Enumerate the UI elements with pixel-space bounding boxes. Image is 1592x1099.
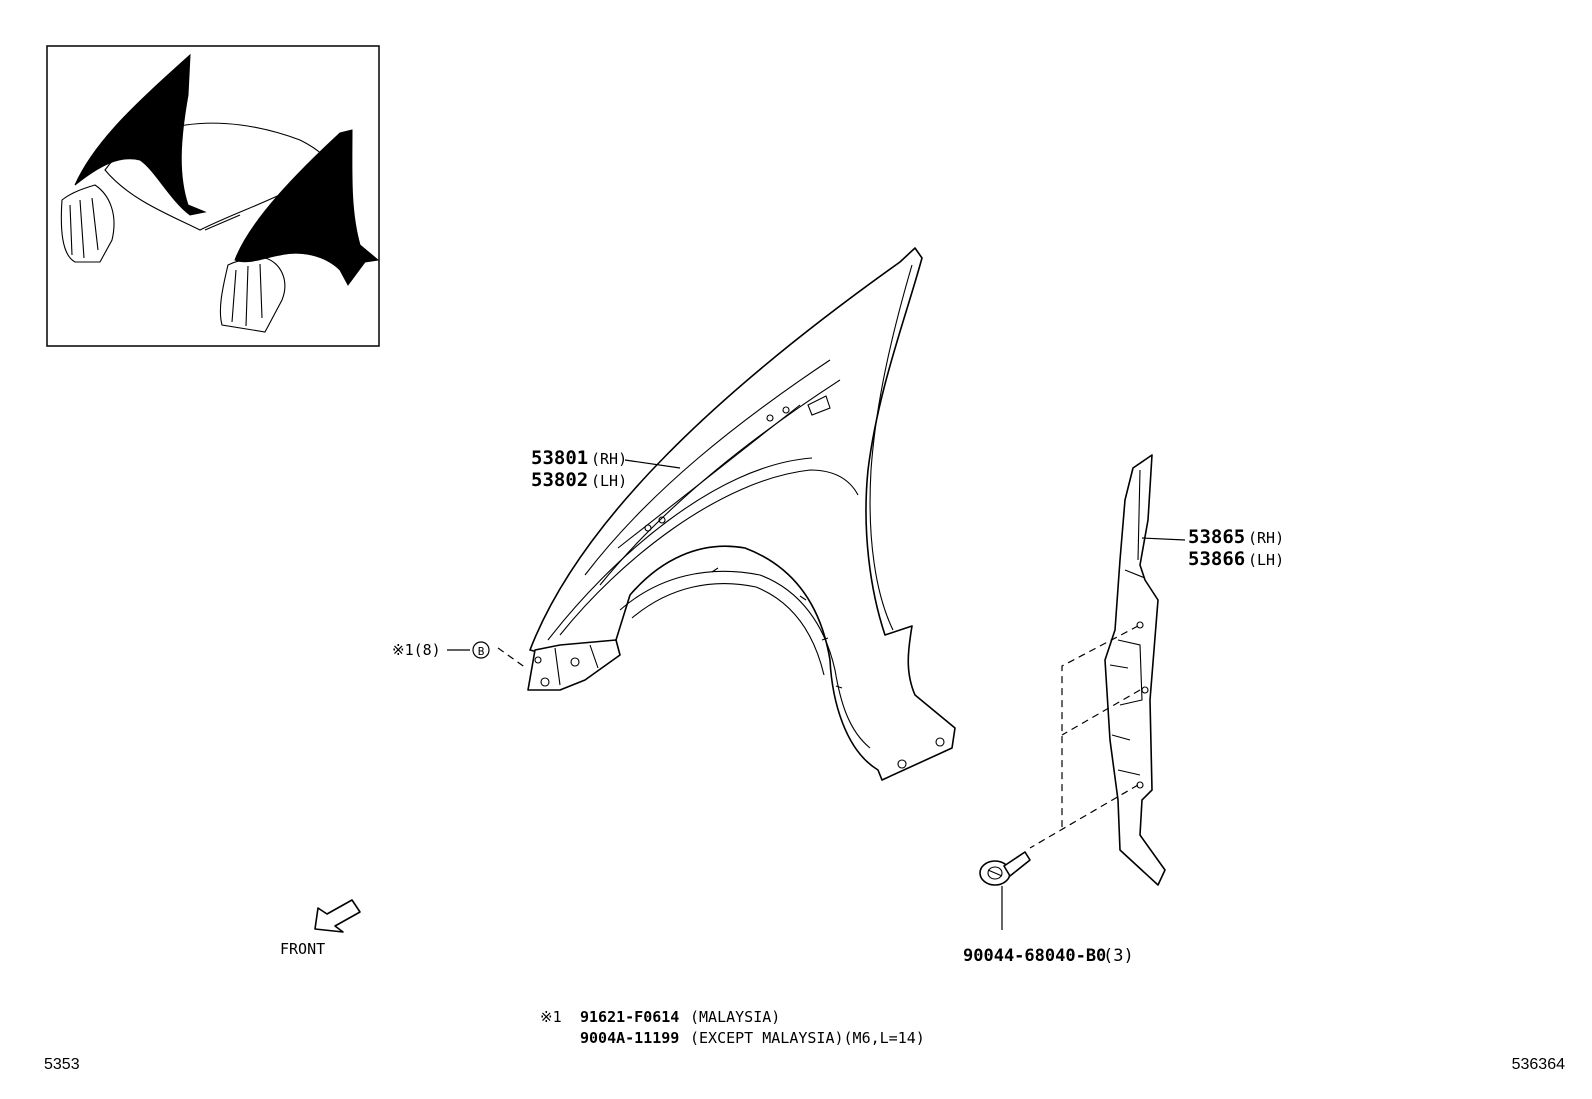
label-seal-rh-suffix: (RH) bbox=[1248, 529, 1284, 547]
fender-drawing bbox=[527, 247, 956, 781]
leader-fender bbox=[624, 459, 681, 469]
label-clip-qty: (3) bbox=[1103, 946, 1134, 966]
label-front: FRONT bbox=[280, 940, 325, 958]
label-seal-rh-number: 53865 bbox=[1188, 526, 1245, 548]
note-line2-cond: (EXCEPT MALAYSIA)(M6,L=14) bbox=[690, 1029, 925, 1047]
leader-seal bbox=[1141, 537, 1186, 541]
footer-right-id: 536364 bbox=[1512, 1056, 1565, 1073]
dashed-line-seal-mid bbox=[1061, 689, 1141, 736]
note-line2-part: 9004A-11199 bbox=[580, 1029, 679, 1047]
front-arrow-icon bbox=[314, 899, 361, 933]
inset-overview bbox=[46, 45, 380, 347]
note-mark: ※1 bbox=[540, 1008, 562, 1026]
callout-marker-letter: B bbox=[478, 645, 485, 658]
dashed-line-bracket bbox=[497, 647, 527, 669]
label-seal-lh-number: 53866 bbox=[1188, 548, 1245, 570]
note-line1-cond: (MALAYSIA) bbox=[690, 1008, 780, 1026]
label-fender-rh-number: 53801 bbox=[531, 447, 588, 469]
label-fender-rh-suffix: (RH) bbox=[591, 450, 627, 468]
dashed-line-seal-low bbox=[1029, 784, 1139, 849]
label-fender-lh-suffix: (LH) bbox=[591, 472, 627, 490]
footer-left-id: 5353 bbox=[44, 1056, 80, 1073]
dashed-line-seal-top bbox=[1061, 625, 1139, 830]
note-line1-part: 91621-F0614 bbox=[580, 1008, 679, 1026]
label-fender-lh-number: 53802 bbox=[531, 469, 588, 491]
callout-marker-circle bbox=[472, 641, 490, 659]
fender-seal-drawing bbox=[1104, 454, 1166, 886]
label-clip-number: 90044-68040-B0 bbox=[963, 946, 1106, 966]
label-callout: ※1(8) bbox=[392, 641, 441, 659]
clip-drawing bbox=[979, 851, 1031, 886]
label-seal-lh-suffix: (LH) bbox=[1248, 551, 1284, 569]
